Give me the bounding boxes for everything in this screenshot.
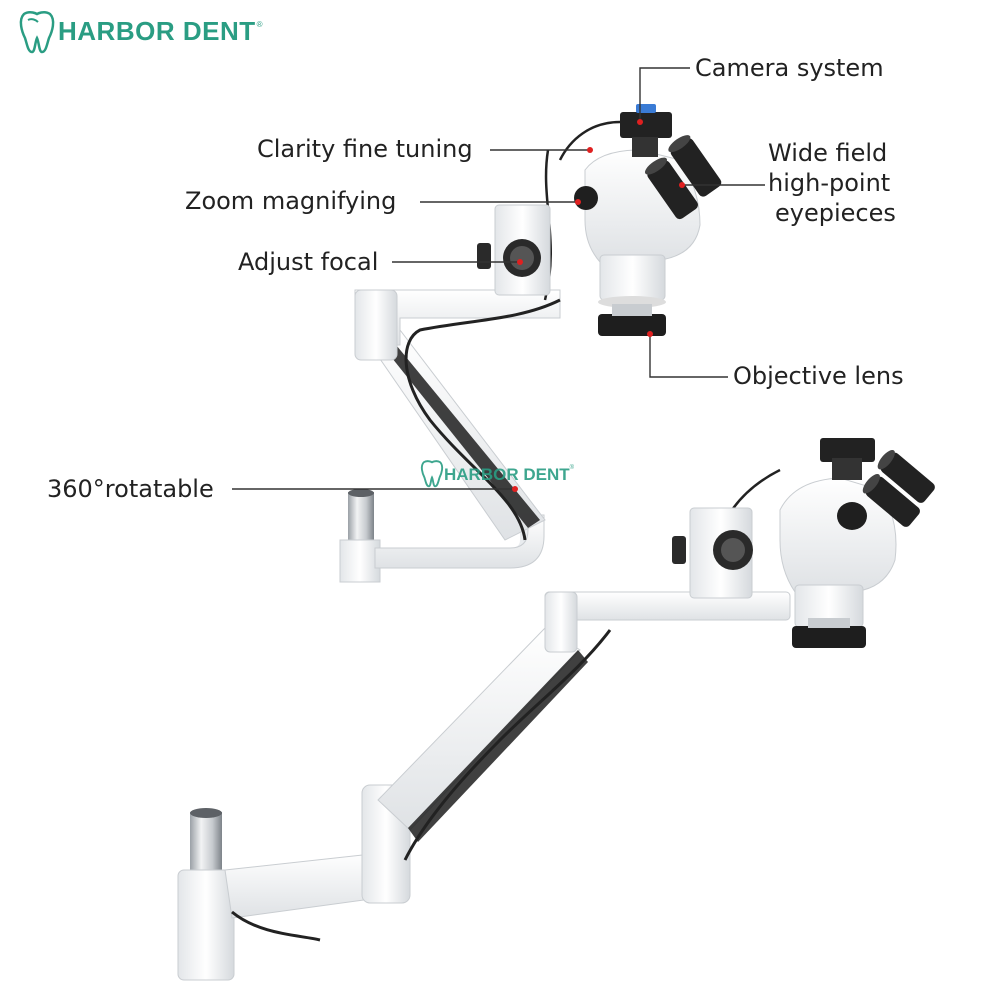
label-wide-field-line3: eyepieces — [775, 199, 896, 227]
callout-leader-lines — [232, 67, 765, 490]
brand-watermark: HARBOR DENT ® — [420, 458, 574, 488]
label-clarity-fine-tuning: Clarity fine tuning — [257, 135, 473, 163]
upper-microscope — [339, 104, 722, 583]
label-objective-lens: Objective lens — [733, 362, 904, 390]
label-camera-system: Camera system — [695, 54, 884, 82]
leader-objective-lens — [649, 336, 728, 378]
label-wide-field-line2: high-point — [768, 169, 891, 197]
tooth-icon — [19, 10, 55, 54]
brand-registered-mark: ® — [256, 20, 263, 29]
watermark-name: HARBOR DENT — [444, 465, 570, 484]
callout-points — [512, 119, 685, 492]
label-zoom-magnifying: Zoom magnifying — [185, 187, 397, 215]
label-wide-field-line1: Wide field — [768, 139, 888, 167]
watermark-registered-mark: ® — [569, 465, 575, 471]
label-adjust-focal: Adjust focal — [238, 248, 379, 276]
leader-camera-system — [639, 67, 690, 120]
brand-logo: HARBOR DENT ® — [18, 8, 263, 54]
lower-microscope — [177, 438, 935, 981]
tooth-watermark-icon — [420, 460, 444, 488]
brand-name: HARBOR DENT — [58, 16, 256, 46]
label-360-rotatable: 360°rotatable — [47, 475, 214, 503]
